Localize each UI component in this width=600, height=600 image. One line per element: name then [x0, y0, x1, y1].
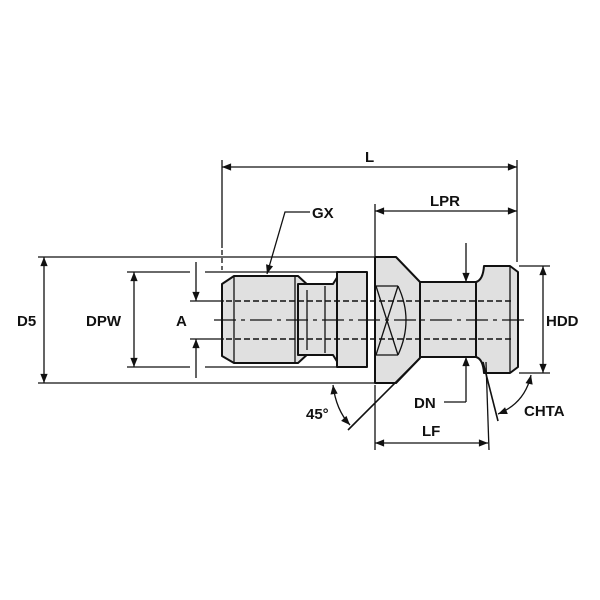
label-angle: 45°: [306, 406, 329, 423]
label-l: L: [365, 149, 374, 166]
label-lf: LF: [422, 423, 440, 440]
label-gx: GX: [312, 205, 334, 222]
label-lpr: LPR: [430, 193, 460, 210]
label-dn: DN: [414, 395, 436, 412]
dimension-lines: [38, 160, 550, 451]
label-a: A: [176, 313, 187, 330]
label-hdd: HDD: [546, 313, 579, 330]
label-dpw: DPW: [86, 313, 122, 330]
part-body: [214, 256, 525, 384]
label-d5: D5: [17, 313, 36, 330]
label-chta: CHTA: [524, 403, 565, 420]
